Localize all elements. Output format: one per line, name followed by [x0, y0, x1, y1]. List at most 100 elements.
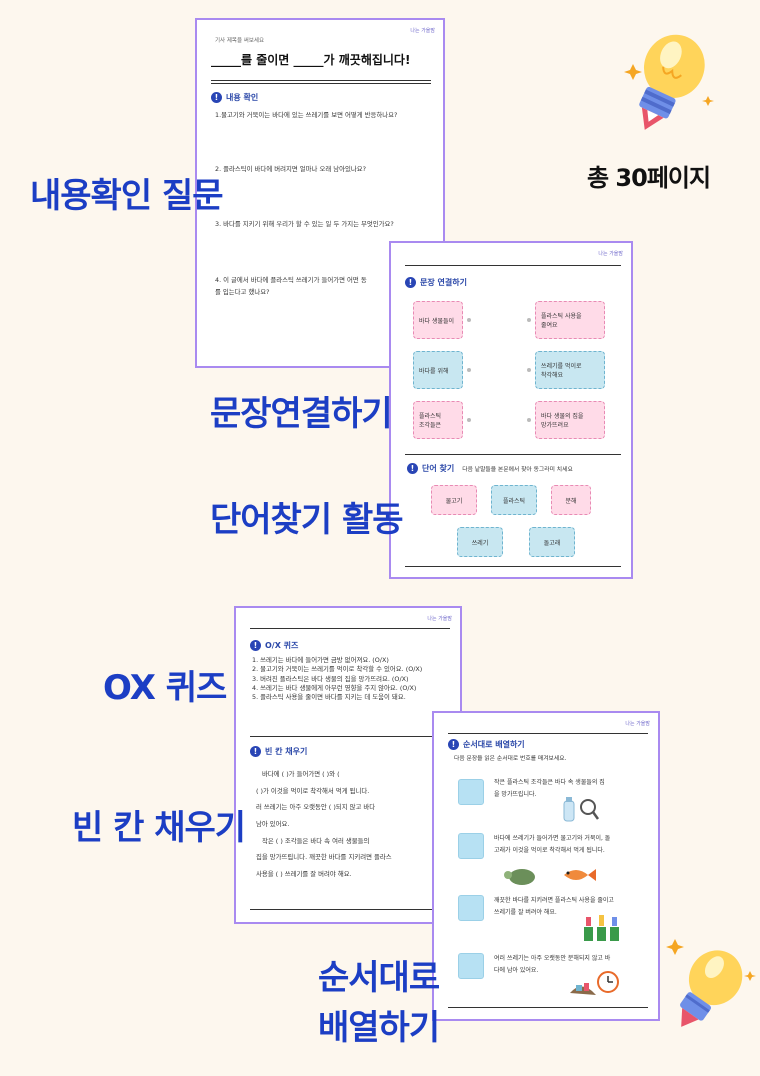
word-card[interactable]: 돌고래: [529, 527, 575, 557]
fill-line: 바다에 ( )가 들어가면 ( )와 (: [262, 770, 340, 778]
ox-item: 4. 쓰레기는 바다 생물에게 아무런 영향을 주지 않아요. (O/X): [252, 683, 417, 692]
match-dot[interactable]: [527, 318, 531, 322]
section-desc: 다음 낱말들을 본문에서 찾아 동그라미 치세요: [462, 467, 573, 473]
fill-line: 사용을 ( ) 쓰레기를 잘 버려야 해요.: [256, 869, 352, 878]
worksheet-title: _____를 줄이면 _____가 깨끗해집니다!: [211, 53, 411, 67]
match-card-left[interactable]: 플라스틱 조각들은: [413, 401, 463, 439]
section-heading: ! 단어 찾기 다음 낱말들을 본문에서 찾아 동그라미 치세요: [407, 463, 573, 474]
alert-icon: !: [407, 463, 418, 474]
section-heading: ! 빈 칸 채우기: [250, 746, 307, 757]
match-card-left[interactable]: 바다 생물들이: [413, 301, 463, 339]
order-item-line: 작은 플라스틱 조각들은 바다 속 생물들의 집: [494, 779, 605, 786]
section-title: 내용 확인: [226, 93, 259, 102]
brand-label: 나는 가을맘: [427, 616, 452, 622]
divider: [250, 628, 450, 629]
word-card[interactable]: 물고기: [431, 485, 477, 515]
match-card-right[interactable]: 쓰레기를 먹이로 착각해요: [535, 351, 605, 389]
label-order: 배열하기: [318, 1008, 440, 1048]
section-title: 순서대로 배열하기: [463, 740, 525, 749]
trash-clock-icon: [570, 971, 619, 995]
section-heading: ! 내용 확인: [211, 92, 258, 103]
worksheet-sentence-match: 나는 가을맘 ! 문장 연결하기 바다 생물들이 바다를 위해 플라스틱 조각들…: [389, 241, 633, 579]
fill-line: 러 쓰레기는 아주 오랫동안 ( )되지 않고 바다: [256, 803, 376, 812]
fill-line: ( )가 이것을 먹이로 착각해서 먹게 됩니다.: [256, 786, 370, 795]
brand-label: 나는 가을맘: [598, 251, 623, 257]
order-item-line: 바다에 쓰레기가 들어가면 물고기와 거북이, 돌: [494, 835, 611, 842]
alert-icon: !: [211, 92, 222, 103]
question-3: 3. 바다를 지키기 위해 우리가 할 수 있는 일 두 가지는 무엇인가요?: [215, 220, 394, 228]
answer-box[interactable]: [458, 779, 484, 805]
label-ox-quiz: OX 퀴즈: [103, 668, 227, 708]
worksheet-content-check: 나는 가을맘 기사 제목을 써보세요 _____를 줄이면 _____가 깨끗해…: [195, 18, 445, 368]
divider: [211, 83, 431, 84]
divider: [448, 733, 648, 734]
ox-item: 2. 물고기와 거북이는 쓰레기를 먹이로 착각할 수 있어요. (O/X): [252, 665, 423, 674]
answer-box[interactable]: [458, 833, 484, 859]
alert-icon: !: [405, 277, 416, 288]
divider: [250, 909, 450, 910]
section-heading: ! 문장 연결하기: [405, 277, 467, 288]
ox-item: 3. 버려진 플라스틱은 바다 생물의 집을 망가뜨려요. (O/X): [252, 674, 409, 683]
section-title: 빈 칸 채우기: [265, 747, 308, 756]
match-card-right[interactable]: 플라스틱 사용을 줄여요: [535, 301, 605, 339]
divider: [211, 80, 431, 81]
divider: [405, 454, 621, 455]
word-card[interactable]: 쓰레기: [457, 527, 503, 557]
ox-item: 1. 쓰레기는 바다에 들어가면 금방 없어져요. (O/X): [252, 656, 389, 664]
section-heading: ! 순서대로 배열하기: [448, 739, 525, 750]
label-total-pages: 총 30페이지: [587, 164, 711, 192]
question-2: 2. 플라스틱이 바다에 버려지면 얼마나 오래 남아있나요?: [215, 165, 367, 173]
match-dot[interactable]: [467, 418, 471, 422]
order-item-line: 다에 남아 있어요.: [494, 967, 539, 974]
section-title: 단어 찾기: [422, 464, 455, 473]
match-dot[interactable]: [527, 418, 531, 422]
question-4: 4. 이 글에서 바다에 플라스틱 쓰레기가 들어가면 어떤 동: [215, 276, 367, 284]
turtle-fish-icon: [504, 869, 596, 885]
brand-label: 나는 가을맘: [410, 28, 435, 34]
bottle-icon: [563, 797, 600, 822]
fill-line: 작은 ( ) 조각들은 바다 속 여러 생물들의: [262, 836, 370, 845]
order-item-line: 고래가 이것을 먹이로 착각해서 먹게 됩니다.: [494, 847, 605, 854]
order-item-line: 을 망가뜨립니다.: [494, 791, 537, 798]
answer-box[interactable]: [458, 953, 484, 979]
order-item-line: 깨끗한 바다를 지키려면 플라스틱 사용을 줄이고: [494, 897, 614, 904]
recycle-bins-icon: [584, 915, 619, 941]
answer-box[interactable]: [458, 895, 484, 921]
divider: [405, 265, 621, 266]
label-fill-blank: 빈 칸 채우기: [72, 808, 246, 848]
brand-label: 나는 가을맘: [625, 721, 650, 727]
word-card[interactable]: 분해: [551, 485, 591, 515]
divider: [448, 1007, 648, 1008]
section-heading: ! O/X 퀴즈: [250, 640, 298, 651]
label-content-check: 내용확인 질문: [30, 176, 224, 216]
section-title: O/X 퀴즈: [265, 641, 299, 650]
match-dot[interactable]: [467, 368, 471, 372]
order-item-line: 여러 쓰레기는 아주 오랫동안 분해되지 않고 바: [494, 955, 611, 962]
fill-text: 바다에 ( )가 들어가면 ( )와 ( ( )가 이것을 먹이로 착각해서 먹…: [256, 766, 460, 883]
order-item-line: 쓰레기를 잘 버려야 해요.: [494, 909, 557, 916]
question-1: 1.물고기와 거북이는 바다에 있는 쓰레기를 보면 어떻게 반응하나요?: [215, 111, 398, 119]
label-word-find: 단어찾기 활동: [210, 500, 404, 540]
divider: [405, 566, 621, 567]
fill-line: 남아 있어요.: [256, 819, 290, 828]
ox-item: 5. 플라스틱 사용을 줄이면 바다를 지키는 데 도움이 돼요.: [252, 693, 406, 702]
instruction: 다음 문장을 읽은 순서대로 번호를 매겨보세요.: [454, 756, 567, 762]
divider: [250, 736, 450, 737]
match-dot[interactable]: [467, 318, 471, 322]
question-4-cont: 를 입는다고 했나요?: [215, 288, 270, 296]
match-card-left[interactable]: 바다를 위해: [413, 351, 463, 389]
match-dot[interactable]: [527, 368, 531, 372]
alert-icon: !: [448, 739, 459, 750]
alert-icon: !: [250, 640, 261, 651]
subtitle: 기사 제목을 써보세요: [215, 38, 265, 44]
ox-list: 1. 쓰레기는 바다에 들어가면 금방 없어져요. (O/X) 2. 물고기와 …: [252, 656, 460, 702]
alert-icon: !: [250, 746, 261, 757]
lightbulb-icon: [624, 34, 714, 130]
lightbulb-icon: [666, 939, 756, 1027]
fill-line: 집을 망가뜨립니다. 깨끗한 바다를 지키려면 플라스: [256, 853, 392, 862]
section-title: 문장 연결하기: [420, 278, 467, 287]
label-order: 순서대로: [318, 958, 440, 998]
match-card-right[interactable]: 바다 생물의 집을 망가뜨려요: [535, 401, 605, 439]
word-card[interactable]: 플라스틱: [491, 485, 537, 515]
label-sentence-match: 문장연결하기: [210, 394, 393, 434]
